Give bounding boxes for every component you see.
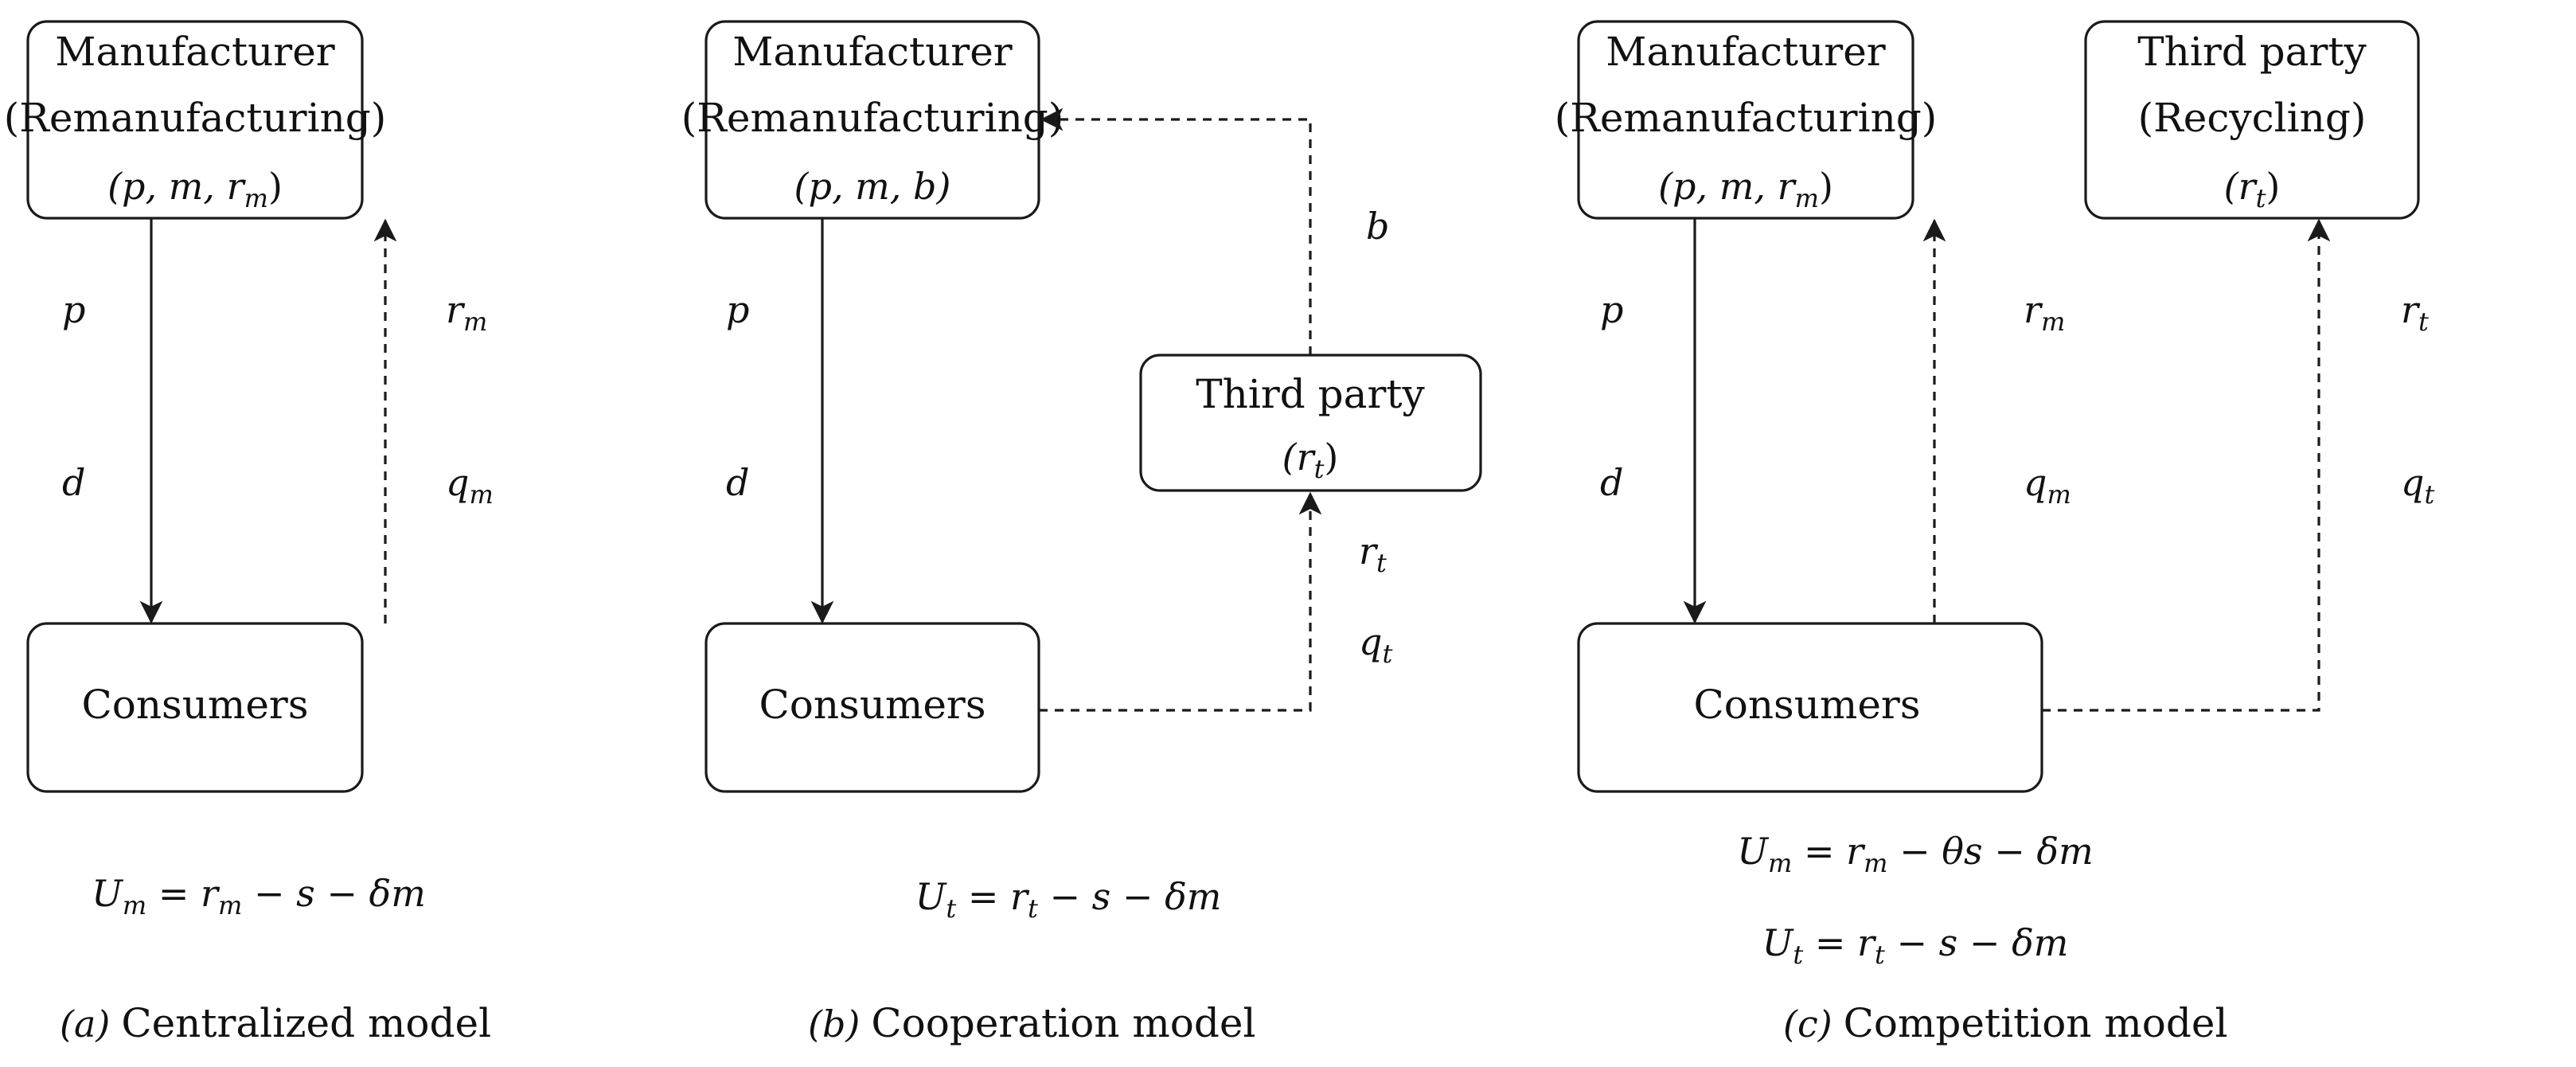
label-p-b: p: [726, 288, 749, 331]
flow-consumers-to-third-party-c: [2042, 218, 2331, 712]
label-p-c: p: [1600, 288, 1623, 331]
label-d-c: d: [1600, 461, 1623, 504]
label-rt-b: rt: [1359, 530, 1387, 578]
label-qm-c: qm: [2024, 461, 2071, 510]
manufacturer-subtitle-c: (Remanufacturing): [1555, 95, 1938, 141]
manufacturer-box-a: [26, 20, 364, 220]
label-rm-a: rm: [446, 288, 487, 337]
manufacturer-box-b: [704, 20, 1040, 220]
utility-c-manufacturer: Um = rm − θs − δm: [1737, 830, 2093, 878]
manufacturer-title-a: Manufacturer: [55, 29, 335, 75]
caption-c: (c)Competition model: [1783, 1000, 2228, 1046]
label-p-a: p: [62, 288, 85, 331]
label-qt-c: qt: [2401, 461, 2434, 510]
label-rm-c: rm: [2024, 288, 2065, 337]
label-qt-b: qt: [1359, 620, 1392, 669]
utility-a: Um = rm − s − δm: [92, 872, 426, 920]
third-party-box-c: [2084, 20, 2420, 220]
panel-a-centralized: Manufacturer (Remanufacturing) (p, m, rm…: [4, 20, 494, 1046]
panel-c-competition: Manufacturer (Remanufacturing) (p, m, rm…: [1555, 20, 2434, 1046]
flow-consumers-to-third-party-b: [1039, 491, 1322, 712]
panel-b-cooperation: Manufacturer (Remanufacturing) (p, m, b)…: [681, 20, 1482, 1046]
caption-a: (a)Centralized model: [60, 1000, 491, 1046]
consumers-box-c: [1577, 622, 2043, 793]
flow-third-party-to-manufacturer-b: [1040, 107, 1312, 355]
caption-b: (b)Cooperation model: [808, 1000, 1256, 1046]
manufacturer-title-c: Manufacturer: [1606, 29, 1886, 75]
third-party-vars-b: (rt): [1282, 436, 1339, 484]
label-b-b: b: [1366, 205, 1389, 248]
manufacturer-subtitle-a: (Remanufacturing): [4, 95, 387, 141]
third-party-title-c: Third party: [2137, 29, 2367, 75]
utility-b: Ut = rt − s − δm: [915, 875, 1222, 924]
manufacturer-subtitle-b: (Remanufacturing): [681, 95, 1064, 141]
manufacturer-vars-a: (p, m, rm): [107, 165, 283, 213]
manufacturer-vars-b: (p, m, b): [794, 165, 951, 208]
third-party-vars-c: (rt): [2224, 165, 2281, 213]
manufacturer-title-b: Manufacturer: [732, 29, 1013, 75]
consumers-label-c: Consumers: [1694, 682, 1921, 728]
label-rt-c: rt: [2401, 288, 2429, 337]
label-qm-a: qm: [446, 461, 494, 510]
consumers-box-b: [704, 622, 1040, 793]
consumers-label-b: Consumers: [759, 682, 986, 728]
manufacturer-box-c: [1577, 20, 1914, 220]
utility-c-third-party: Ut = rt − s − δm: [1762, 921, 2069, 970]
label-d-a: d: [62, 461, 85, 504]
consumers-box-a: [26, 622, 364, 793]
consumers-label-a: Consumers: [82, 682, 309, 728]
label-d-b: d: [726, 461, 749, 504]
third-party-title-b: Third party: [1196, 371, 1425, 417]
manufacturer-vars-c: (p, m, rm): [1658, 165, 1833, 213]
third-party-subtitle-c: (Recycling): [2138, 95, 2367, 141]
